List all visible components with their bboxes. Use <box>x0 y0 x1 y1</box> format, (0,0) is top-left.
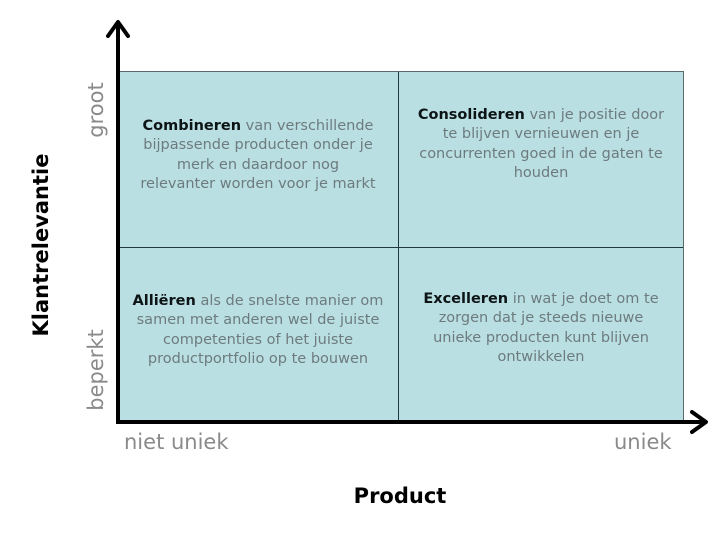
y-axis-label: Klantrelevantie <box>29 153 53 337</box>
quadrant-keyword: Excelleren <box>423 290 509 307</box>
x-axis-low-label: niet uniek <box>124 430 229 454</box>
quadrant-text: in wat je doet om te zorgen dat je steed… <box>433 290 659 366</box>
vertical-divider <box>398 72 399 421</box>
quadrant-top-left: Combineren van verschillende bijpassende… <box>118 72 398 247</box>
quadrant-text: van je positie door te blijven vernieuwe… <box>419 106 665 182</box>
y-axis-high-label: groot <box>84 82 108 138</box>
quadrant-keyword: Consolideren <box>417 106 525 123</box>
quadrant-bottom-left: Alliëren als de snelste manier om samen … <box>118 248 398 421</box>
y-axis-low-label: beperkt <box>84 329 108 411</box>
x-axis-high-label: uniek <box>614 430 672 454</box>
quadrant-bottom-right: Excelleren in wat je doet om te zorgen d… <box>399 248 683 421</box>
horizontal-divider <box>118 247 683 248</box>
quadrant-text: als de snelste manier om samen met ander… <box>136 292 384 368</box>
quadrant-top-right: Consolideren van je positie door te blij… <box>399 72 683 247</box>
matrix-grid: Combineren van verschillende bijpassende… <box>118 71 684 421</box>
y-axis-arrow-icon <box>106 20 130 424</box>
quadrant-keyword: Alliëren <box>132 292 196 309</box>
x-axis-label: Product <box>353 484 447 508</box>
quadrant-text: van verschillende bijpassende producten … <box>140 117 376 193</box>
quadrant-keyword: Combineren <box>142 117 242 134</box>
x-axis-arrow-icon <box>116 410 708 434</box>
